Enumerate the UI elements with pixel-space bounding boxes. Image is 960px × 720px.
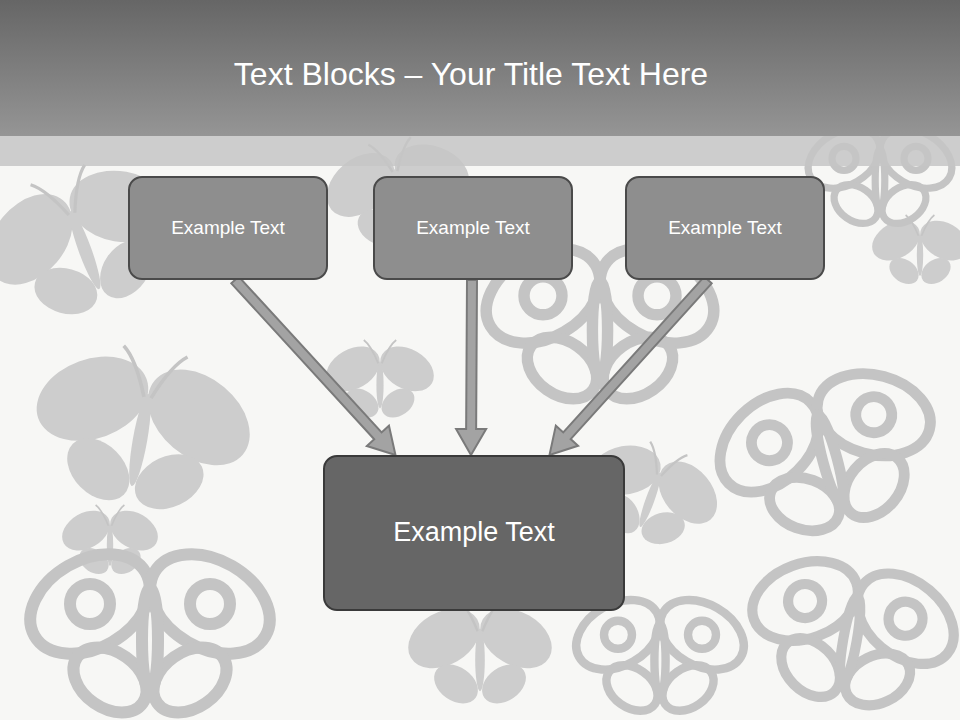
butterfly-decoration [398, 596, 563, 711]
butterfly-decoration [318, 337, 442, 423]
result-box: Example Text [323, 455, 625, 611]
box-text: Example Text [668, 216, 782, 240]
butterfly-pattern [13, 116, 960, 720]
butterfly-decoration [722, 531, 960, 720]
box-text: Example Text [416, 216, 530, 240]
box-text: Example Text [393, 516, 555, 550]
slide-title: Text Blocks – Your Title Text Here [0, 52, 942, 96]
butterfly-decoration [13, 534, 288, 720]
butterfly-decoration [686, 336, 960, 567]
text-block-box: Example Text [373, 176, 573, 280]
butterfly-decoration [865, 213, 960, 290]
text-block-box: Example Text [625, 176, 825, 280]
block-arrow [456, 280, 486, 455]
block-arrow [231, 277, 395, 455]
block-arrow [550, 277, 712, 455]
box-text: Example Text [171, 216, 285, 240]
text-block-box: Example Text [128, 176, 328, 280]
butterfly-decoration [5, 324, 279, 537]
title-band [0, 0, 960, 136]
title-underband [0, 136, 960, 166]
